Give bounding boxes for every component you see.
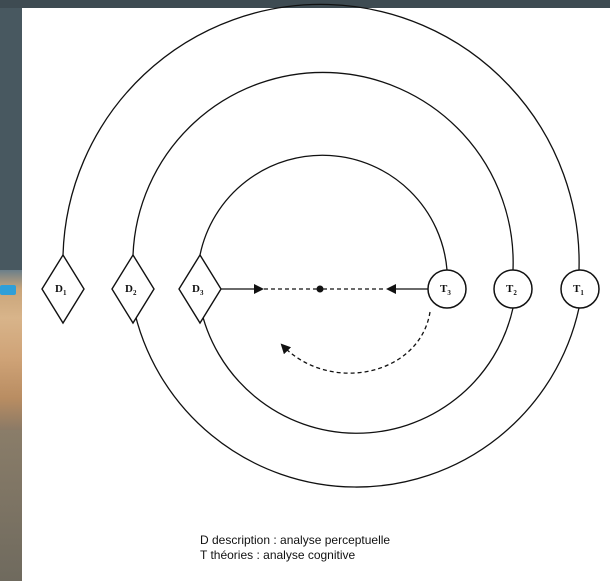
node-t2: T2 [493, 269, 533, 309]
node-t2-sub: 2 [513, 289, 517, 297]
svg-text:D3: D3 [192, 283, 204, 297]
outer-lower-arc [132, 304, 580, 488]
middle-lower-arc [199, 304, 514, 434]
frame-top-strip [0, 0, 610, 8]
svg-text:D2: D2 [125, 283, 137, 297]
legend: D description : analyse perceptuelle T t… [200, 533, 390, 563]
outer-spiral-arc [62, 3, 580, 271]
background-lower-strip [0, 430, 22, 581]
node-d1-sub: 1 [63, 289, 67, 297]
background-photo-strip [0, 270, 22, 430]
node-t3-sub: 3 [447, 289, 451, 297]
center-dot [316, 285, 324, 293]
node-d2: D2 [111, 253, 155, 325]
middle-spiral-arc [132, 71, 514, 271]
node-d3-letter: D [192, 283, 200, 295]
svg-text:T1: T1 [573, 283, 584, 297]
node-t3: T3 [427, 269, 467, 309]
node-t1: T1 [560, 269, 600, 309]
legend-description-line: D description : analyse perceptuelle [200, 533, 391, 547]
node-t1-letter: T [573, 283, 581, 295]
svg-text:D1: D1 [55, 283, 67, 297]
node-t1-sub: 1 [580, 289, 584, 297]
inner-spiral-arc [199, 154, 448, 271]
node-t2-letter: T [506, 283, 514, 295]
legend-theories-line: T théories : analyse cognitive [200, 548, 356, 562]
node-d3-sub: 3 [200, 289, 204, 297]
node-d2-sub: 2 [133, 289, 137, 297]
svg-text:T2: T2 [506, 283, 517, 297]
feedback-arrow-dashed [280, 311, 431, 374]
node-d1-letter: D [55, 283, 63, 295]
node-t3-letter: T [440, 283, 448, 295]
background-photo-sky [0, 285, 16, 295]
svg-text:T3: T3 [440, 283, 451, 297]
node-d1: D1 [41, 253, 85, 325]
node-d3: D3 [178, 253, 222, 325]
node-d2-letter: D [125, 283, 133, 295]
